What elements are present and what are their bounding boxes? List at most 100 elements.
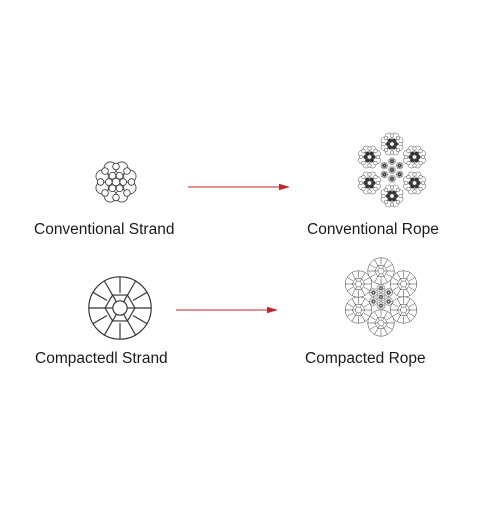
rope-strand — [380, 184, 404, 208]
core-cell — [355, 306, 362, 314]
wire — [421, 180, 426, 186]
wire — [375, 154, 381, 160]
wire — [371, 154, 376, 160]
wire — [361, 174, 366, 180]
wire — [385, 193, 391, 199]
wire — [398, 193, 403, 199]
wire — [381, 166, 384, 169]
cell-wall — [369, 264, 376, 269]
wire — [383, 135, 389, 141]
wire — [389, 167, 391, 169]
wire — [398, 162, 401, 164]
wire — [367, 163, 372, 168]
conventional-rope-label: Conventional Rope — [307, 221, 439, 238]
wire — [391, 157, 393, 160]
cell-wall — [377, 273, 380, 277]
wire — [389, 176, 391, 178]
wire — [369, 151, 374, 156]
wire — [421, 154, 426, 160]
core-wire — [367, 154, 372, 160]
wire — [367, 189, 372, 194]
wire — [358, 180, 363, 186]
rope-strand — [367, 257, 395, 285]
cell-wall — [374, 276, 379, 283]
wire — [397, 166, 399, 169]
conventional-rope-figure — [358, 132, 426, 208]
cell-wall — [383, 259, 388, 266]
core-strand — [388, 157, 396, 165]
core-cell — [355, 280, 362, 288]
cell-wall — [355, 286, 358, 290]
wire — [387, 138, 393, 143]
core-strand — [388, 175, 396, 183]
cell-wall — [383, 311, 388, 318]
wire — [123, 167, 131, 175]
wire — [369, 184, 374, 189]
cell-wall — [371, 294, 373, 297]
wire — [361, 148, 366, 154]
cell-wall — [386, 294, 388, 297]
cell-wall — [382, 273, 385, 277]
wire — [395, 135, 401, 141]
core-strand — [380, 170, 388, 178]
cell-wall — [351, 289, 356, 296]
compacted-rope-figure — [345, 257, 417, 337]
core-cell — [377, 267, 385, 275]
core-wire — [412, 154, 417, 160]
cell-wall — [374, 290, 377, 292]
cell-wall — [363, 277, 371, 282]
wire — [410, 158, 415, 163]
rope-strand — [367, 309, 395, 337]
cell-wall — [361, 272, 366, 279]
wire — [365, 177, 370, 182]
wire — [396, 164, 398, 167]
cell-wall — [363, 312, 371, 317]
core-wire — [383, 173, 386, 176]
core-cell — [379, 295, 383, 299]
wire — [127, 178, 136, 186]
core-cell — [400, 280, 407, 288]
cell-wall — [408, 286, 416, 291]
wire — [383, 162, 386, 164]
rope-core — [380, 157, 404, 183]
cell-wall — [374, 299, 377, 301]
wire — [389, 133, 395, 138]
wire — [397, 171, 399, 174]
cell-wall — [377, 294, 380, 297]
wire — [414, 151, 419, 156]
core-wire — [391, 160, 393, 163]
core-strand — [376, 283, 386, 293]
wire — [383, 176, 386, 178]
wire — [108, 184, 117, 193]
wire — [418, 186, 423, 192]
wire — [406, 174, 411, 180]
wire — [385, 141, 391, 147]
cell-wall — [369, 299, 372, 301]
wire — [363, 154, 368, 160]
wire — [373, 174, 378, 180]
wire — [400, 166, 403, 169]
cell-wall — [132, 291, 148, 302]
arrow-head — [279, 183, 290, 191]
cell-wall — [406, 289, 411, 296]
cell-wall — [374, 302, 377, 304]
cell-wall — [381, 302, 384, 305]
core-cell — [112, 300, 128, 316]
cell-wall — [382, 303, 385, 305]
cell-wall — [361, 298, 366, 305]
wire — [385, 171, 387, 174]
wire — [381, 163, 384, 165]
rope-strand — [345, 270, 372, 298]
wire — [393, 176, 395, 178]
core-wire — [367, 180, 372, 186]
cell-wall — [382, 265, 385, 269]
cell-wall — [351, 298, 356, 305]
cell-wall — [377, 317, 380, 321]
core-wire — [383, 164, 386, 167]
wire — [403, 154, 409, 160]
core-wire — [398, 173, 401, 176]
cell-wall — [385, 293, 388, 295]
wire — [414, 158, 419, 163]
wire — [393, 179, 395, 182]
